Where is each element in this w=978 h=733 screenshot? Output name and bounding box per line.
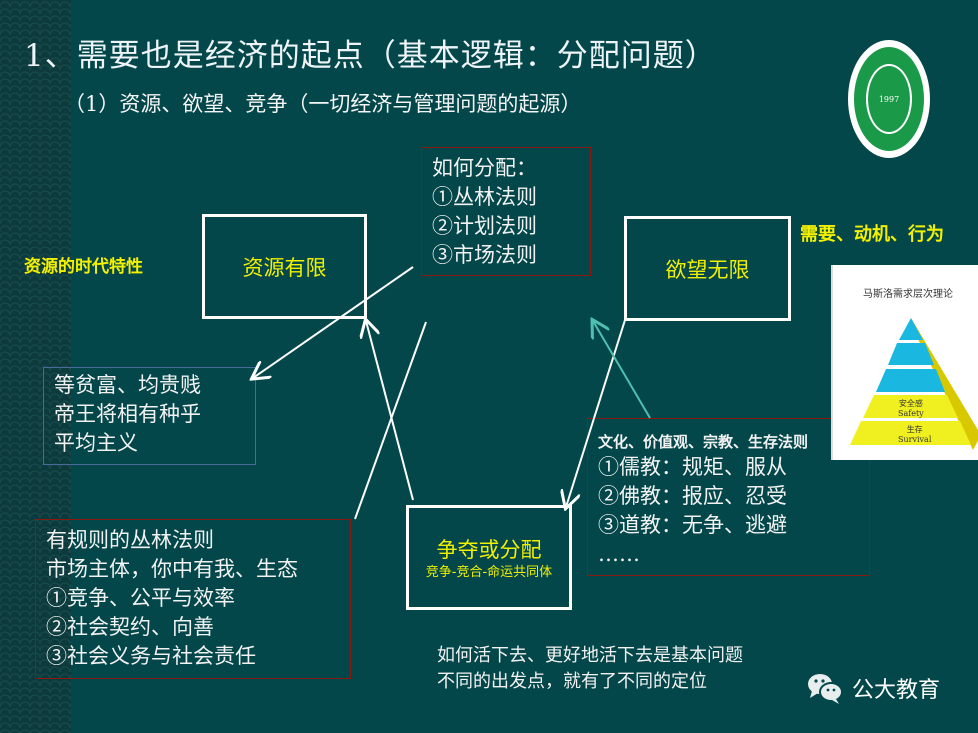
- box-desires-unlimited: 欲望无限: [624, 216, 791, 321]
- compete-sub: 竞争-竞合-命运共同体: [425, 565, 553, 580]
- rules-line: 市场主体，你中有我、生态: [46, 557, 298, 581]
- arrow-center-to-rules: [354, 321, 427, 520]
- rules-line: 有规则的丛林法则: [46, 528, 214, 552]
- arrow-compete-to-resources: [366, 321, 414, 501]
- resource-era-label: 资源的时代特性: [24, 257, 143, 277]
- rules-line: ③社会义务与社会责任: [46, 644, 256, 668]
- allocation-line: ①丛林法则: [432, 185, 537, 209]
- box-resources-limited: 资源有限: [202, 214, 367, 319]
- culture-item: ①儒教：规矩、服从: [598, 455, 787, 479]
- bottom-line: 不同的出发点，就有了不同的定位: [437, 671, 707, 692]
- allocation-line: 如何分配：: [432, 156, 537, 180]
- culture-item: ②佛教：报应、忍受: [598, 484, 787, 508]
- needs-label: 需要、动机、行为: [800, 224, 944, 245]
- slide-subtitle: （1）资源、欲望、竞争（一切经济与管理问题的起源）: [64, 92, 582, 116]
- equality-line: 平均主义: [54, 431, 138, 455]
- rules-line: ②社会契约、向善: [46, 615, 214, 639]
- allocation-box: 如何分配： ①丛林法则 ②计划法则 ③市场法则: [421, 147, 591, 276]
- allocation-line: ③市场法则: [432, 243, 537, 267]
- pyramid-graphic: [850, 318, 978, 450]
- wechat-icon: [808, 674, 843, 704]
- compete-main: 争夺或分配: [436, 538, 542, 562]
- watermark-text: 公大教育: [852, 678, 941, 703]
- logo-year: 1997: [866, 64, 912, 134]
- school-logo: 1997: [848, 40, 930, 158]
- equality-line: 等贫富、均贵贱: [54, 373, 201, 397]
- box-compete-or-allocate: 争夺或分配 竞争-竞合-命运共同体: [406, 505, 572, 610]
- bottom-line: 如何活下去、更好地活下去是基本问题: [437, 645, 743, 666]
- arrow-culture-to-desires: [593, 321, 651, 419]
- rules-box: 有规则的丛林法则 市场主体，你中有我、生态 ①竞争、公平与效率 ②社会契约、向善…: [35, 519, 351, 679]
- rules-line: ①竞争、公平与效率: [46, 586, 235, 610]
- equality-box: 等贫富、均贵贱 帝王将相有种乎 平均主义: [43, 367, 256, 465]
- watermark: 公大教育: [806, 672, 940, 704]
- maslow-title: 马斯洛需求层次理论: [863, 289, 953, 300]
- slide-title: 1、需要也是经济的起点（基本逻辑：分配问题）: [24, 38, 717, 74]
- arrow-desires-to-compete: [566, 319, 626, 507]
- culture-item: ……: [598, 542, 640, 566]
- culture-box: 文化、价值观、宗教、生存法则 ①儒教：规矩、服从 ②佛教：报应、忍受 ③道教：无…: [587, 418, 870, 576]
- allocation-line: ②计划法则: [432, 214, 537, 238]
- culture-heading: 文化、价值观、宗教、生存法则: [598, 433, 809, 451]
- bottom-note: 如何活下去、更好地活下去是基本问题 不同的出发点，就有了不同的定位: [437, 643, 743, 695]
- decorative-pattern-strip: [0, 0, 71, 733]
- equality-line: 帝王将相有种乎: [54, 402, 201, 426]
- arrow-allocation-to-equality: [253, 266, 414, 378]
- culture-item: ③道教：无争、逃避: [598, 513, 787, 537]
